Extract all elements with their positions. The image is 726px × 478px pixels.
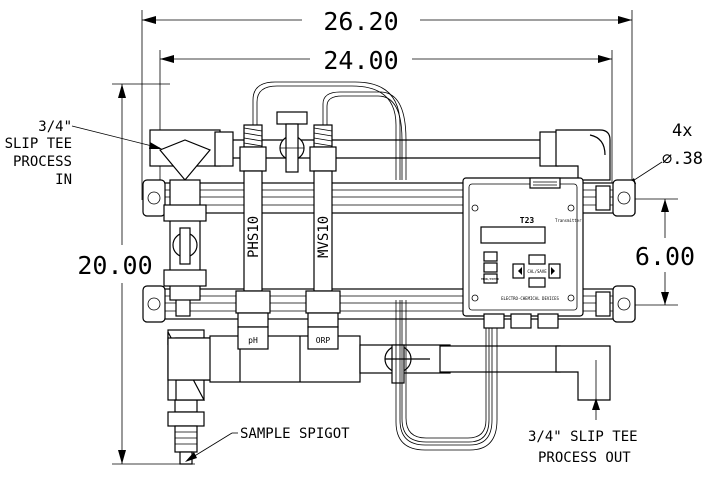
dimension-inner-width: 24.00 — [159, 46, 613, 200]
inlet-line1: SLIP TEE — [5, 136, 72, 152]
key-cal-label: CAL/SAVE — [527, 269, 547, 274]
key-up — [528, 254, 546, 265]
holes-callout: 4x ⌀.38 — [624, 121, 703, 187]
holes-diameter: ⌀.38 — [662, 149, 703, 169]
outlet-callout: 3/4" SLIP TEE PROCESS OUT — [528, 398, 638, 466]
sensor-orp-label: MVS10 — [316, 216, 332, 258]
top-valve — [276, 111, 308, 173]
sample-spigot — [167, 399, 205, 465]
inlet-callout: 3/4" SLIP TEE PROCESS IN — [5, 119, 162, 188]
dim-26-20: 26.20 — [323, 7, 398, 36]
dimension-overall-height: 20.00 — [77, 83, 195, 465]
dim-20-00: 20.00 — [77, 251, 152, 280]
inlet-line2: PROCESS — [13, 154, 72, 170]
dimension-bar-spacing: 6.00 — [632, 198, 695, 306]
sensor-ph-label: PHS10 — [246, 216, 262, 258]
outlet-line1: 3/4" SLIP TEE — [528, 429, 638, 445]
sensor-cables — [252, 81, 498, 451]
key-down-left — [483, 262, 498, 273]
top-pipe — [149, 129, 611, 181]
inlet-line3: IN — [55, 172, 72, 188]
key-down — [528, 277, 546, 288]
tee-orp-label: ORP — [316, 336, 331, 345]
sample-label: SAMPLE SPIGOT — [240, 426, 350, 442]
key-menu-label: MENU/ENTER — [481, 277, 499, 281]
display-screen — [480, 226, 546, 244]
transmitter: T23 Transmitter MENU/ENTER CAL/SAVE ELEC… — [462, 177, 584, 329]
key-menu — [483, 273, 498, 284]
sample-callout: SAMPLE SPIGOT — [185, 426, 350, 462]
holes-count: 4x — [672, 121, 692, 141]
brand-label: ELECTRO-CHEMICAL DEVICES — [501, 296, 559, 301]
dim-24-00: 24.00 — [323, 46, 398, 75]
sensor-orp: MVS10 ORP — [305, 124, 341, 350]
dim-6-00: 6.00 — [635, 242, 695, 271]
tee-ph-label: pH — [248, 336, 258, 345]
transmitter-suffix: Transmitter — [555, 218, 582, 223]
dimension-overall-width: 26.20 — [141, 7, 633, 200]
sensor-ph: PHS10 pH — [235, 124, 271, 350]
bottom-valve — [384, 344, 430, 384]
inlet-size: 3/4" — [38, 119, 72, 135]
key-up-left — [483, 251, 498, 262]
outlet-line2: PROCESS OUT — [538, 450, 631, 466]
transmitter-model: T23 — [520, 216, 535, 225]
